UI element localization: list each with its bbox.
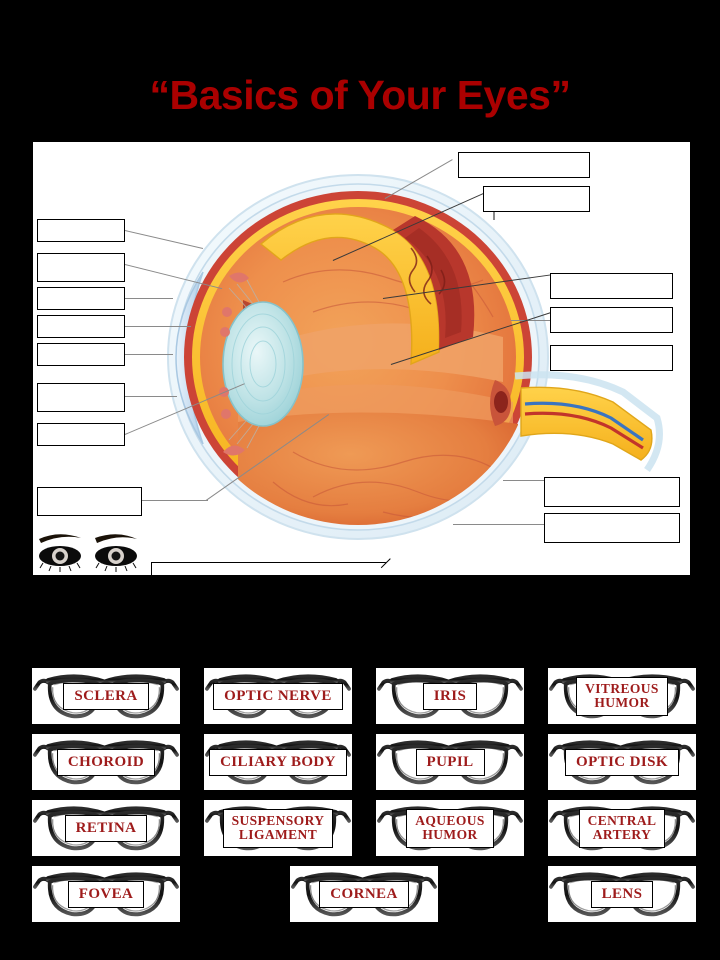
label-box-mid-right-2[interactable]: [550, 307, 673, 333]
answer-card-label: IRIS: [422, 682, 478, 710]
answer-card[interactable]: OPTIC NERVE: [204, 668, 352, 724]
answer-card[interactable]: VITREOUS HUMOR: [548, 668, 696, 724]
label-box-left-4[interactable]: [37, 315, 125, 338]
leader-line: [453, 524, 553, 526]
clipped-callout-bubble: [151, 562, 391, 575]
answer-card-label: OPTIC NERVE: [213, 682, 343, 710]
answer-card[interactable]: AQUEOUS HUMOR: [376, 800, 524, 856]
label-box-left-2[interactable]: [37, 253, 125, 282]
answer-card[interactable]: SUSPENSORY LIGAMENT: [204, 800, 352, 856]
label-box-mid-right-1[interactable]: [550, 273, 673, 299]
answer-card[interactable]: OPTIC DISK: [548, 734, 696, 790]
answer-card[interactable]: RETINA: [32, 800, 180, 856]
human-eyes-photo: [33, 527, 145, 575]
label-box-top-right-1[interactable]: [458, 152, 590, 178]
answer-card-label: CENTRAL ARTERY: [578, 808, 666, 848]
answer-card[interactable]: CENTRAL ARTERY: [548, 800, 696, 856]
answer-card-label: PUPIL: [415, 748, 485, 776]
label-box-left-6[interactable]: [37, 383, 125, 412]
label-box-bot-right-1[interactable]: [544, 477, 680, 507]
answer-card-label: CORNEA: [319, 880, 409, 908]
answer-card[interactable]: LENS: [548, 866, 696, 922]
page-title: “Basics of Your Eyes”: [149, 72, 571, 118]
leader-line: [125, 396, 177, 398]
leader-line: [503, 480, 551, 482]
answer-card-grid: SCLERA OPTIC NERVE IRIS: [0, 664, 720, 936]
leader-line: [511, 320, 553, 322]
answer-card[interactable]: CHOROID: [32, 734, 180, 790]
leader-line: [125, 298, 173, 300]
label-box-mid-right-3[interactable]: [550, 345, 673, 371]
label-box-left-5[interactable]: [37, 343, 125, 366]
answer-card[interactable]: SCLERA: [32, 668, 180, 724]
eye-cross-section-illustration: [143, 152, 663, 552]
leader-line: [142, 500, 208, 502]
answer-card-label: FOVEA: [67, 880, 145, 908]
leader-line: [125, 326, 191, 328]
label-box-bot-right-2[interactable]: [544, 513, 680, 543]
label-box-left-8[interactable]: [37, 487, 142, 516]
answer-card-label: RETINA: [64, 814, 148, 842]
leader-line: [125, 354, 173, 356]
answer-card[interactable]: PUPIL: [376, 734, 524, 790]
answer-card-label: AQUEOUS HUMOR: [406, 808, 494, 848]
answer-card-label: SUSPENSORY LIGAMENT: [222, 808, 334, 848]
answer-card-label: OPTIC DISK: [565, 748, 679, 776]
answer-card-label: SCLERA: [63, 682, 149, 710]
label-box-left-7[interactable]: [37, 423, 125, 446]
label-box-top-right-2[interactable]: [483, 186, 590, 212]
answer-card-label: LENS: [590, 880, 654, 908]
answer-card[interactable]: CILIARY BODY: [204, 734, 352, 790]
label-box-left-1[interactable]: [37, 219, 125, 242]
answer-card[interactable]: CORNEA: [290, 866, 438, 922]
label-box-left-3[interactable]: [37, 287, 125, 310]
answer-card-label: VITREOUS HUMOR: [576, 676, 668, 716]
answer-card-label: CILIARY BODY: [209, 748, 347, 776]
eye-diagram-panel: [33, 142, 690, 575]
answer-card[interactable]: FOVEA: [32, 866, 180, 922]
answer-card[interactable]: IRIS: [376, 668, 524, 724]
answer-card-label: CHOROID: [56, 748, 156, 776]
